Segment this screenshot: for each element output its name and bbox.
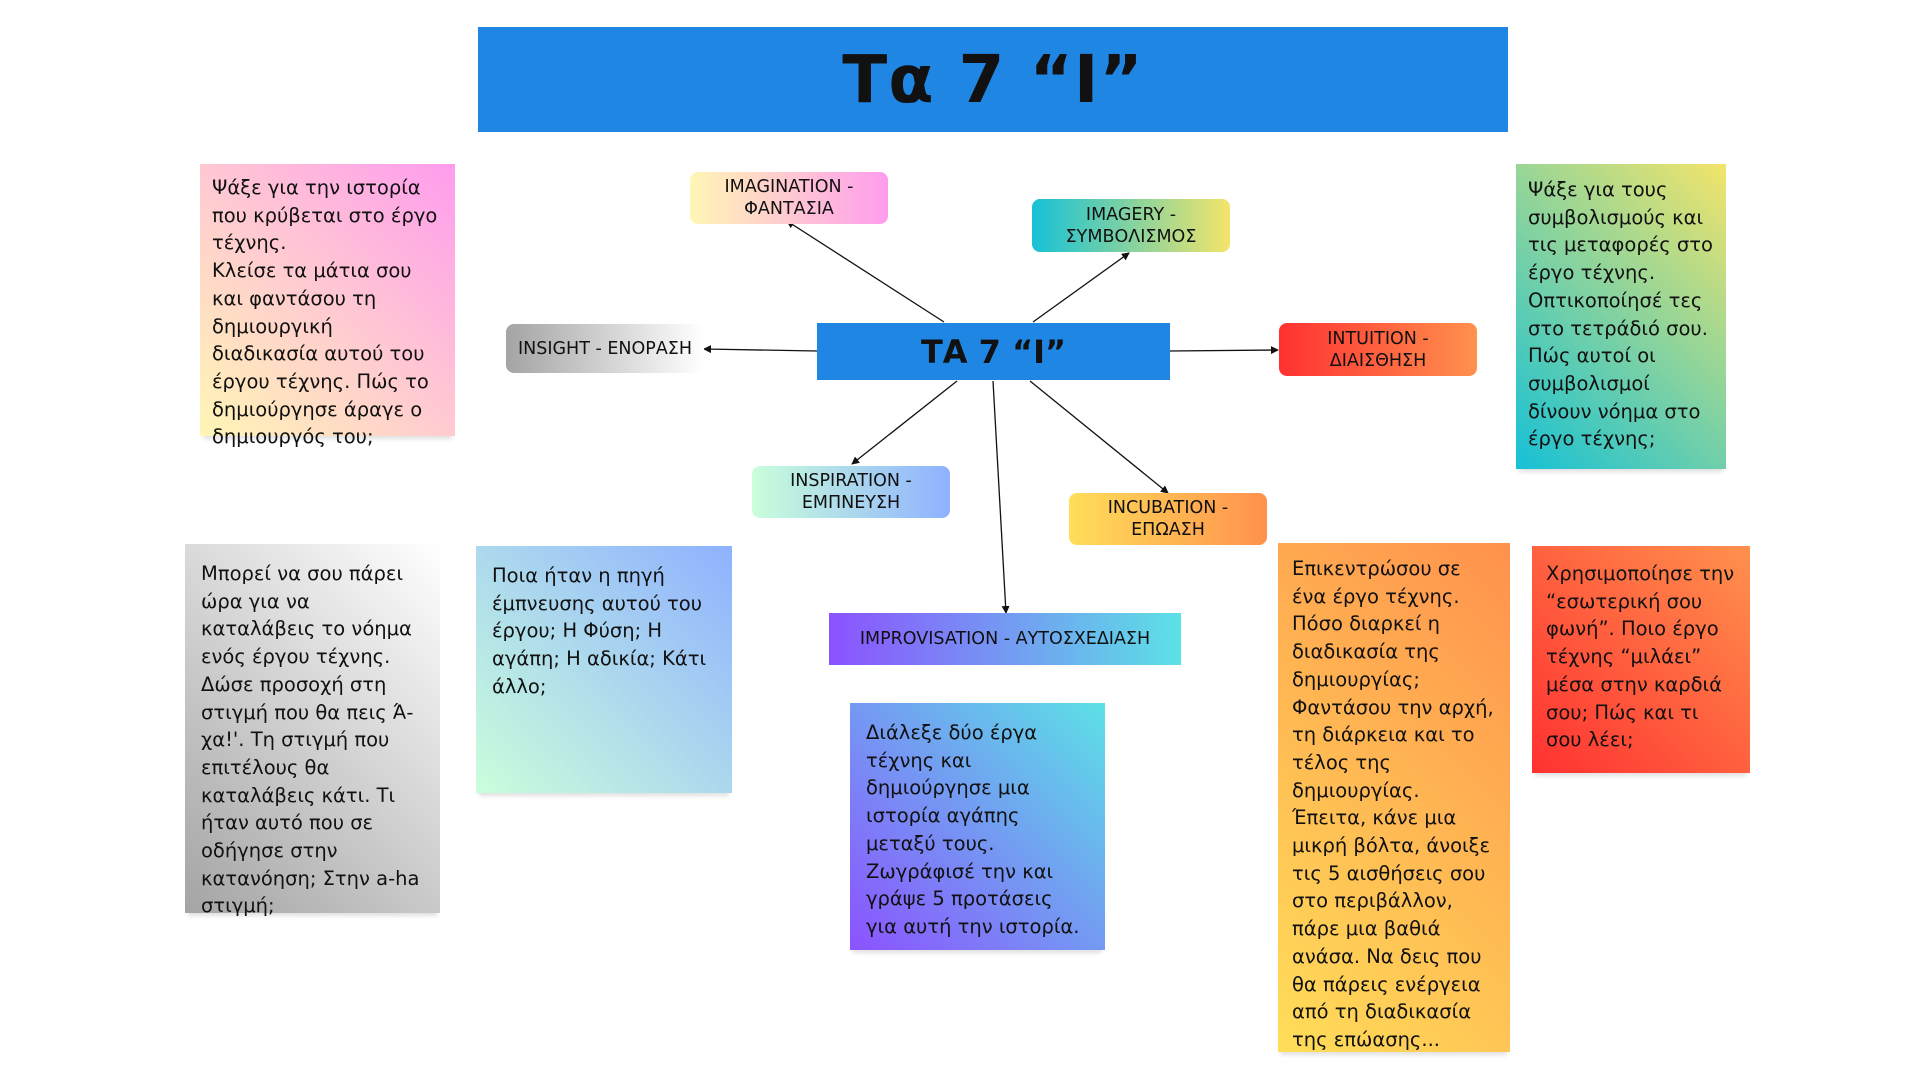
note-imagination: Ψάξε για την ιστορία που κρύβεται στο έρ… bbox=[200, 164, 455, 448]
node-incubation: INCUBATION - ΕΠΩΑΣΗ bbox=[1069, 493, 1267, 545]
arrow-to-imagery bbox=[1032, 252, 1130, 323]
note-inspiration: Ποια ήταν η πηγή έμπνευσης αυτού του έργ… bbox=[476, 546, 732, 793]
node-inspiration: INSPIRATION - ΕΜΠΝΕΥΣΗ bbox=[752, 466, 950, 518]
note-imagery: Ψάξε για τους συμβολισμούς και τις μεταφ… bbox=[1516, 164, 1726, 469]
node-intuition: INTUITION - ΔΙΑΙΣΘΗΣΗ bbox=[1279, 323, 1477, 376]
page-title: Τα 7 “I” bbox=[842, 41, 1144, 118]
arrow-to-insight bbox=[703, 345, 818, 354]
title-banner: Τα 7 “I” bbox=[478, 27, 1508, 132]
arrow-to-improvisation bbox=[992, 380, 1010, 614]
node-insight: INSIGHT - ΕΝΟΡΑΣΗ bbox=[506, 324, 704, 373]
arrow-to-imagination bbox=[786, 220, 945, 323]
note-improvisation: Διάλεξε δύο έργα τέχνης και δημιούργησε … bbox=[850, 703, 1105, 950]
arrow-to-intuition bbox=[1169, 346, 1279, 355]
note-incubation: Επικεντρώσου σε ένα έργο τέχνης. Πόσο δι… bbox=[1278, 543, 1510, 1052]
note-insight: Μπορεί να σου πάρει ώρα για να καταλάβει… bbox=[185, 544, 440, 917]
center-node: ΤΑ 7 “I” bbox=[817, 323, 1170, 380]
node-imagination: IMAGINATION - ΦΑΝΤΑΣΙΑ bbox=[690, 172, 888, 224]
arrow-to-inspiration bbox=[851, 380, 958, 465]
note-intuition: Χρησιμοποίησε την “εσωτερική σου φωνή”. … bbox=[1532, 546, 1750, 773]
node-improvisation: IMPROVISATION - ΑΥΤΟΣΧΕΔΙΑΣΗ bbox=[829, 613, 1181, 665]
arrow-to-incubation bbox=[1029, 380, 1169, 494]
node-imagery: IMAGERY - ΣΥΜΒΟΛΙΣΜΟΣ bbox=[1032, 199, 1230, 252]
